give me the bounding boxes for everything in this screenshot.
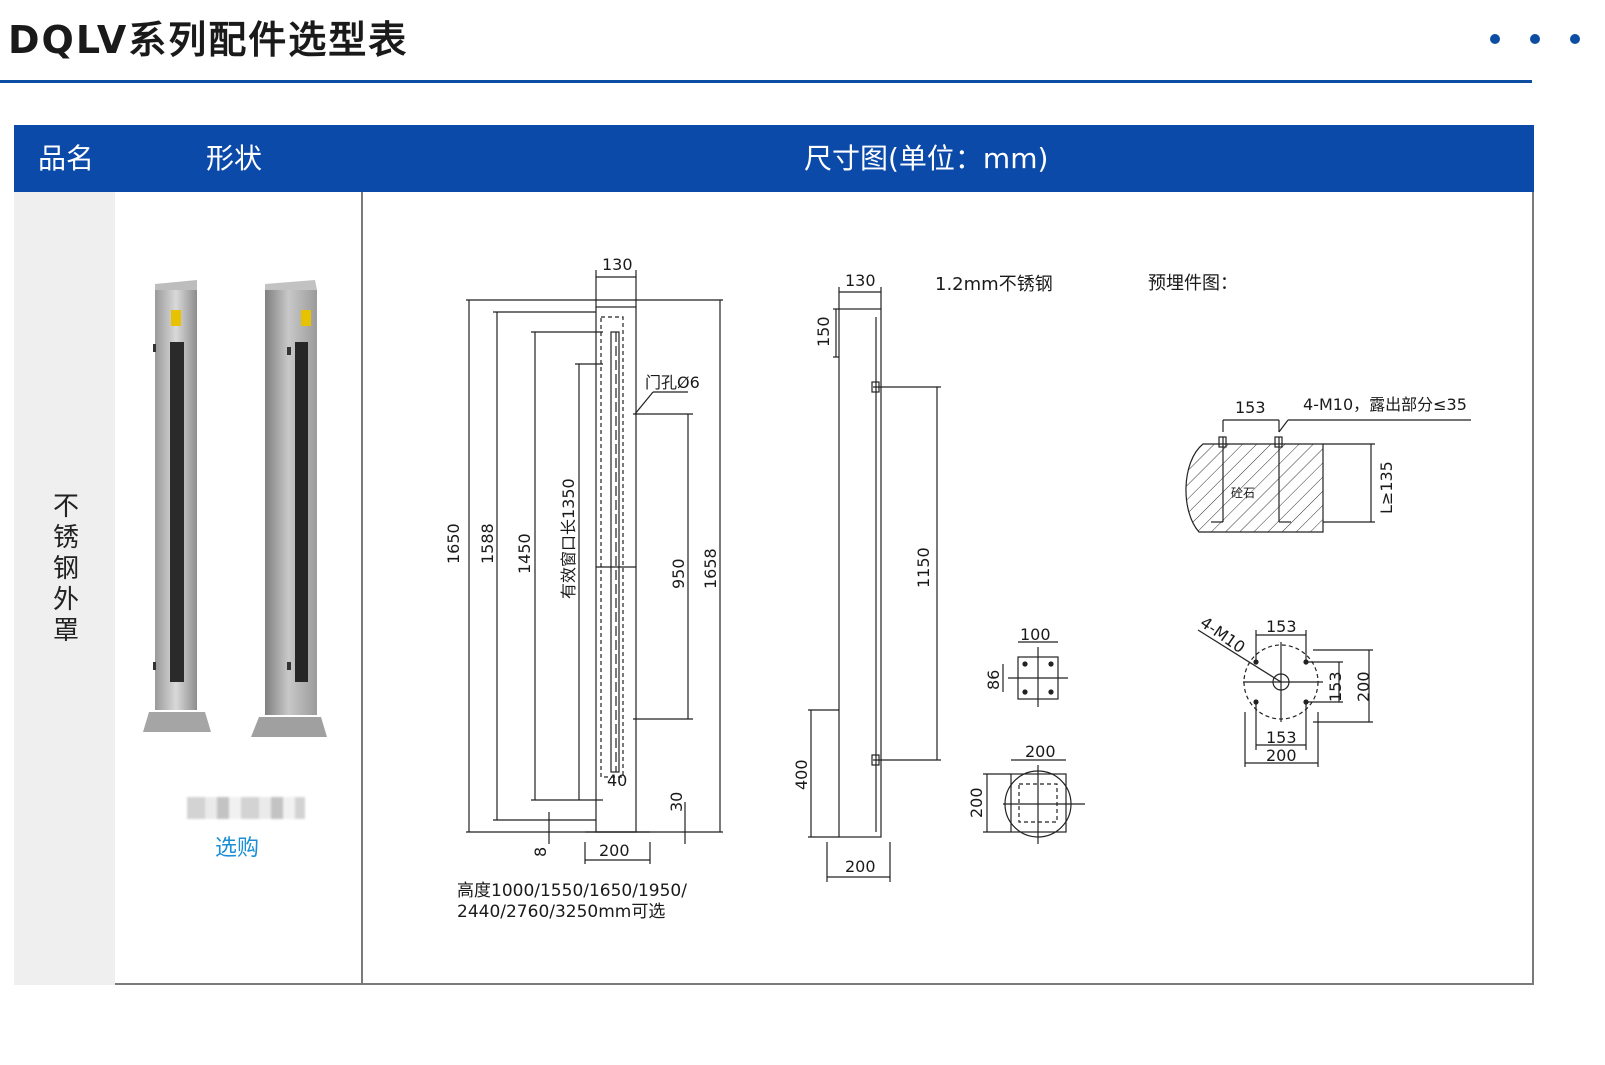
side-view-drawing xyxy=(808,287,941,882)
front-base-width-200: 200 xyxy=(599,841,630,860)
embed-bolt-spec: 4-M10，露出部分≤35 xyxy=(1303,395,1467,414)
embed-plate-bolts: 4-M10 xyxy=(1197,613,1249,657)
side-material: 1.2mm不锈钢 xyxy=(935,274,1053,295)
base-plates-drawing xyxy=(983,641,1085,844)
embed-concrete: 砼石 xyxy=(1231,486,1255,500)
height-options-line2: 2440/2760/3250mm可选 xyxy=(457,902,665,922)
large-plate-height: 200 xyxy=(967,787,986,818)
side-base-width: 200 xyxy=(845,857,876,876)
front-inner-40: 40 xyxy=(607,771,627,790)
small-plate-height: 86 xyxy=(984,670,1003,690)
table-header: 品名 形状 尺寸图(单位：mm) xyxy=(14,125,1534,192)
front-view-drawing xyxy=(466,270,723,864)
embed-depth: L≥135 xyxy=(1377,461,1396,514)
side-mid-height: 1150 xyxy=(914,547,933,588)
embed-plate-bottom-inner: 153 xyxy=(1266,728,1297,747)
front-view-labels: 130 1650 1588 1450 有效窗口长1350 门孔Ø6 950 16… xyxy=(444,255,720,922)
front-height-1450: 1450 xyxy=(515,533,534,574)
large-plate-width: 200 xyxy=(1025,742,1056,761)
front-height-1650: 1650 xyxy=(444,523,463,564)
table-bottom-rule xyxy=(115,983,1534,985)
column-header-shape: 形状 xyxy=(206,142,263,175)
more-menu-icon[interactable] xyxy=(1490,34,1580,44)
product-name-cell: 不锈钢外罩 xyxy=(14,192,115,985)
blurred-label xyxy=(187,797,305,819)
front-door-hole: 门孔Ø6 xyxy=(645,373,700,392)
dimension-drawing: 130 1650 1588 1450 有效窗口长1350 门孔Ø6 950 16… xyxy=(444,255,1471,922)
dimension-drawing-cell: 130 1650 1588 1450 有效窗口长1350 门孔Ø6 950 16… xyxy=(363,192,1534,985)
embed-plate-bottom-outer: 200 xyxy=(1266,746,1297,765)
embed-section-labels: 预埋件图： 153 4-M10，露出部分≤35 砼石 L≥135 4-M10 1… xyxy=(1148,273,1467,765)
base-plates-labels: 100 86 200 200 xyxy=(967,625,1056,818)
side-bottom-height: 400 xyxy=(792,759,811,790)
front-window-length: 有效窗口长1350 xyxy=(559,478,578,599)
embed-plate-top: 153 xyxy=(1266,617,1297,636)
column-header-name: 品名 xyxy=(38,142,95,175)
small-plate-width: 100 xyxy=(1020,625,1051,644)
side-view-labels: 130 150 1.2mm不锈钢 1150 400 200 xyxy=(792,271,1053,876)
side-top-height: 150 xyxy=(814,316,833,347)
front-base-offset-8: 8 xyxy=(531,847,550,857)
embed-section-drawing xyxy=(1185,419,1471,767)
dot-icon xyxy=(1570,34,1580,44)
product-shape-cell: 选购 xyxy=(115,192,363,985)
embed-plate-right-outer: 200 xyxy=(1354,671,1373,702)
buy-link[interactable]: 选购 xyxy=(215,836,260,861)
front-height-1658: 1658 xyxy=(701,548,720,589)
dot-icon xyxy=(1490,34,1500,44)
column-header-dimensions: 尺寸图(单位：mm) xyxy=(804,142,1049,175)
embed-plate-right-inner: 153 xyxy=(1326,671,1345,702)
spec-table: 品名 形状 尺寸图(单位：mm) 不锈钢外罩 xyxy=(14,125,1534,985)
embed-bolt-spacing: 153 xyxy=(1235,398,1266,417)
product-name: 不锈钢外罩 xyxy=(52,492,79,646)
front-top-width: 130 xyxy=(602,255,633,274)
height-options-line1: 高度1000/1550/1650/1950/ xyxy=(457,881,687,901)
dot-icon xyxy=(1530,34,1540,44)
steel-column-photo xyxy=(251,280,327,737)
title-divider xyxy=(0,80,1532,83)
front-mid-950: 950 xyxy=(669,558,688,589)
steel-column-photo xyxy=(143,280,211,732)
page-title: DQLV系列配件选型表 xyxy=(8,18,409,62)
product-photo xyxy=(143,280,327,737)
side-top-width: 130 xyxy=(845,271,876,290)
front-bottom-gap-30: 30 xyxy=(667,792,686,812)
embed-title: 预埋件图： xyxy=(1148,273,1238,294)
front-height-1588: 1588 xyxy=(478,523,497,564)
